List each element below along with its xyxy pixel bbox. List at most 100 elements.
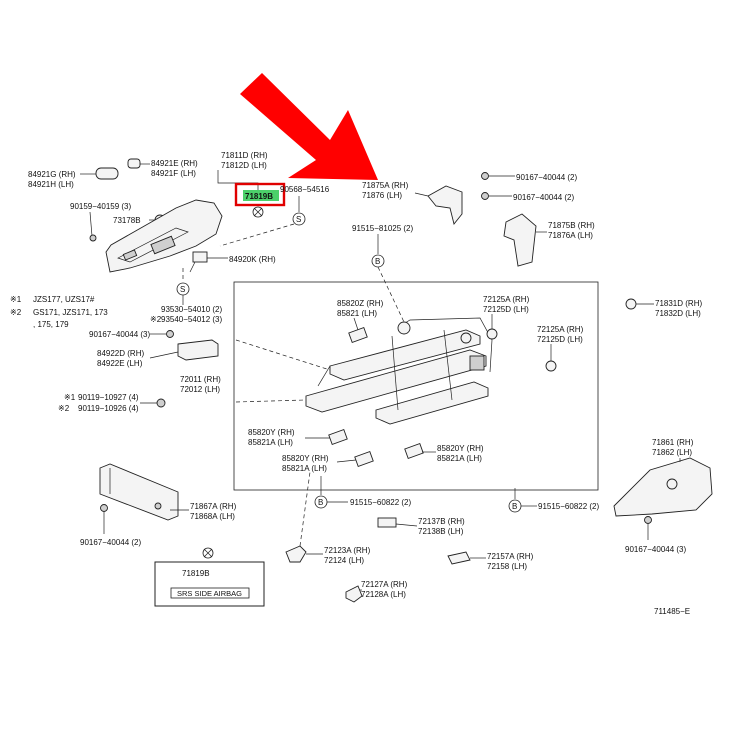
highlight-box <box>234 182 286 207</box>
note-2-text: GS171, JZS171, 173 <box>33 308 108 317</box>
knob-84921G <box>95 167 119 180</box>
label-71867A: 71867A (RH) <box>190 502 237 511</box>
label-84921E: 84921E (RH) <box>151 159 198 168</box>
label-90167c: 90167−40044 (3) <box>89 330 151 339</box>
highlight-part-fill <box>243 190 279 201</box>
label-72123A: 72123A (RH) <box>324 546 371 555</box>
bolt-90167a <box>481 172 489 180</box>
motor-85820Yb <box>354 450 374 468</box>
bolt-symbol-b1-label: B <box>375 257 380 266</box>
cap-72125A1 <box>486 328 498 340</box>
model-notes: ※1 JZS177, UZS17# ※2 GS171, JZS171, 173 … <box>10 295 108 329</box>
label-84921G: 84921G (RH) <box>28 170 76 179</box>
label-72124: 72124 (LH) <box>324 556 364 565</box>
switch-84920K <box>192 251 208 263</box>
frame-box <box>233 281 599 491</box>
bolt-symbol-b3-label: B <box>512 502 517 511</box>
label-card-sticker-text: SRS SIDE AIRBAG <box>177 589 242 598</box>
label-93530: 93530−54010 (2) <box>161 305 223 314</box>
label-71876: 71876 (LH) <box>362 191 402 200</box>
figure-code: 711485−E <box>654 607 690 616</box>
label-84921H: 84921H (LH) <box>28 180 74 189</box>
label-91515c: 91515−60822 (2) <box>538 502 600 511</box>
label-84920K: 84920K (RH) <box>229 255 276 264</box>
bolt-symbol-b2-label: B <box>318 498 323 507</box>
bolt-90167e <box>644 516 652 524</box>
cover-71861-hole <box>666 478 678 490</box>
label-71868A: 71868A (LH) <box>190 512 235 521</box>
label-71861: 71861 (RH) <box>652 438 694 447</box>
frame-pivot <box>460 332 472 344</box>
motor-85820Z <box>348 326 368 344</box>
label-85821Ac: 85821A (LH) <box>437 454 482 463</box>
label-85820Yb: 85820Y (RH) <box>282 454 329 463</box>
label-71876A: 71876A (LH) <box>548 231 593 240</box>
seat-track-frame-group: 85820Z (RH) 85821 (LH) 72125A (RH) 72125… <box>233 281 599 491</box>
label-84922E: 84922E (LH) <box>97 359 143 368</box>
note-mark-2a: ※2 <box>150 315 162 324</box>
bolt-90119 <box>156 398 166 408</box>
switch-panel <box>150 235 176 255</box>
cap-72125A2 <box>545 360 557 372</box>
label-72128A: 72128A (LH) <box>361 590 406 599</box>
label-90167b: 90167−40044 (2) <box>513 193 575 202</box>
label-72125D2: 72125D (LH) <box>537 335 583 344</box>
label-72125A1: 72125A (RH) <box>483 295 530 304</box>
motor-85820Ya <box>328 428 348 446</box>
label-84921F: 84921F (LH) <box>151 169 196 178</box>
screw-symbol-s2 <box>292 212 306 226</box>
label-72158: 72158 (LH) <box>487 562 527 571</box>
label-71811D: 71811D (RH) <box>221 151 268 160</box>
label-90159: 90159−40159 (3) <box>70 202 132 211</box>
cover-screw <box>154 502 162 510</box>
bolt-90167d <box>100 504 108 512</box>
red-pointer-arrow <box>240 73 378 180</box>
bolt-90167b <box>481 192 489 200</box>
label-91515a: 91515−81025 (2) <box>352 224 414 233</box>
cover-72157A <box>447 551 471 565</box>
label-85820Z: 85820Z (RH) <box>337 299 384 308</box>
label-85820Yc: 85820Y (RH) <box>437 444 484 453</box>
label-72011: 72011 (RH) <box>180 375 221 384</box>
label-73178B: 73178B <box>113 216 141 225</box>
left-middle-parts: 90167−40044 (3) 84922D (RH) 84922E (LH) … <box>58 330 221 413</box>
highlight-part-number: 71819B <box>245 192 273 201</box>
track-rail-front <box>305 349 487 413</box>
label-93540: 93540−54012 (3) <box>161 315 223 324</box>
label-71831D: 71831D (RH) <box>655 299 702 308</box>
label-71875A: 71875A (RH) <box>362 181 409 190</box>
track-rail-lower <box>375 381 489 425</box>
label-85820Ya: 85820Y (RH) <box>248 428 295 437</box>
lower-left-parts: 71867A (RH) 71868A (LH) 90167−40044 (2) … <box>80 463 265 607</box>
seat-side-cover-group: 84921G (RH) 84921H (LH) 84921E (RH) 8492… <box>28 151 276 324</box>
label-85821: 85821 (LH) <box>337 309 377 318</box>
bracket-71875B <box>503 213 537 267</box>
track-rail-rear <box>329 329 481 381</box>
note-mark-2b: ※2 <box>58 404 70 413</box>
label-72125A2: 72125A (RH) <box>537 325 584 334</box>
cover-72123A <box>285 545 307 563</box>
motor-unit <box>469 355 485 371</box>
top-right-parts: 71875A (RH) 71876 (LH) 90167−40044 (2) 9… <box>352 172 702 323</box>
clip-90159 <box>89 234 97 242</box>
highlight-group: 71819B 90568−54516 S <box>219 73 378 247</box>
label-85821Aa: 85821A (LH) <box>248 438 293 447</box>
switch-knob <box>122 249 138 261</box>
label-91515b: 91515−60822 (2) <box>350 498 412 507</box>
label-90568: 90568−54516 <box>280 185 330 194</box>
label-90167d: 90167−40044 (2) <box>80 538 142 547</box>
bracket-84922D <box>177 339 219 361</box>
label-85821Ab: 85821A (LH) <box>282 464 327 473</box>
label-71812D: 71812D (LH) <box>221 161 267 170</box>
note-2-text-cont: , 175, 179 <box>33 320 69 329</box>
label-90167a: 90167−40044 (2) <box>516 173 578 182</box>
screw-symbol-s-label: S <box>180 285 185 294</box>
cover-71861 <box>613 457 713 517</box>
label-72157A: 72157A (RH) <box>487 552 534 561</box>
label-84922D: 84922D (RH) <box>97 349 144 358</box>
label-71832D: 71832D (LH) <box>655 309 701 318</box>
label-card <box>154 561 265 607</box>
cap-71831D <box>625 298 637 310</box>
screw-symbol-s2-label: S <box>296 215 301 224</box>
